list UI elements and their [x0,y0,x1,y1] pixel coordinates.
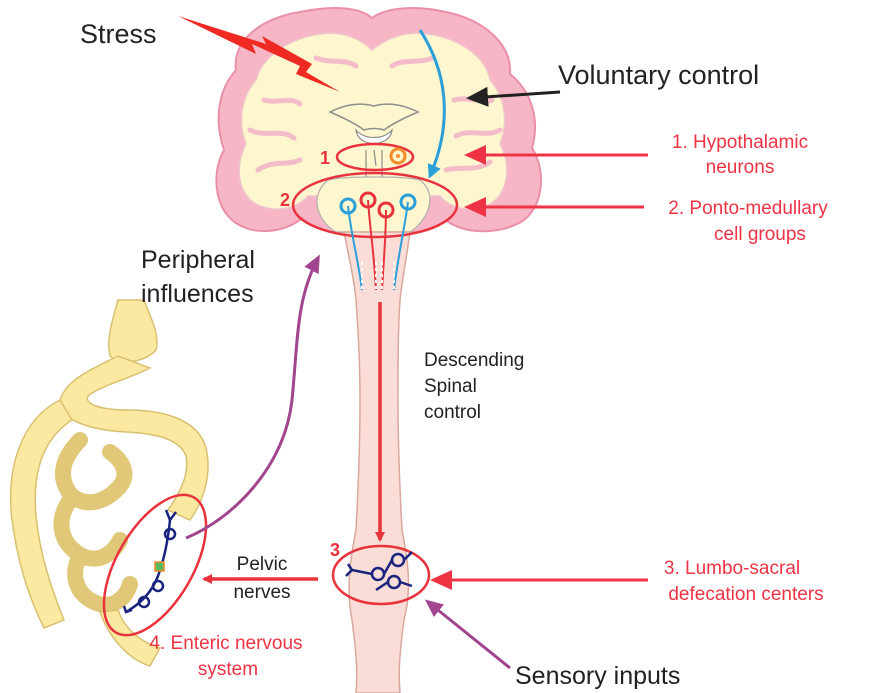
stress-lightning-arrow [178,16,340,92]
ponto-medullary-region [291,171,459,239]
pelvic-nerves-line1: Pelvic [237,554,288,575]
enteric-region [102,493,208,637]
intestine-illustration [9,299,209,667]
peripheral-influences-line1: Peripheral [141,246,255,274]
lumbo-sacral-label-line1: 3. Lumbo-sacral [664,558,800,579]
lumbo-sacral-neurons [345,551,413,592]
hypothalamic-neuron [389,147,407,165]
descending-control-line3: control [424,402,481,423]
spinal-cord [343,231,411,693]
ponto-medullary-label-line2: cell groups [714,224,806,245]
hypothalamic-region [335,142,415,172]
ponto-medullary-neurons [339,191,417,292]
stress-label: Stress [80,19,157,49]
peripheral-influences-arrow [185,254,320,540]
sensory-inputs-arrow [424,599,511,670]
hypothalamic-label-line2: neurons [706,157,775,178]
enteric-label-line2: system [198,659,258,680]
descending-control-line2: Spinal [424,376,477,397]
peripheral-influences-line2: influences [141,280,254,308]
enteric-interneuron [154,561,165,572]
descending-control-line1: Descending [424,350,524,371]
voluntary-pathway-arrow [418,29,446,179]
hypothalamic-label-line1: 1. Hypothalamic [672,132,808,153]
voluntary-control-label: Voluntary control [558,60,759,90]
ponto-medullary-label-line1: 2. Ponto-medullary [668,198,828,219]
midline-marker [373,149,377,167]
region-marker-3: 3 [330,540,340,560]
voluntary-control-arrow [466,86,561,107]
region-marker-1: 1 [320,148,330,168]
pelvic-nerves-line2: nerves [233,582,290,603]
lumbo-sacral-region [331,544,431,606]
enteric-label-line1: 4. Enteric nervous [149,633,302,654]
lumbo-sacral-label-line2: defecation centers [668,584,823,605]
sensory-inputs-label: Sensory inputs [515,662,680,690]
region-marker-2: 2 [280,190,290,210]
enteric-neurons [122,509,177,614]
